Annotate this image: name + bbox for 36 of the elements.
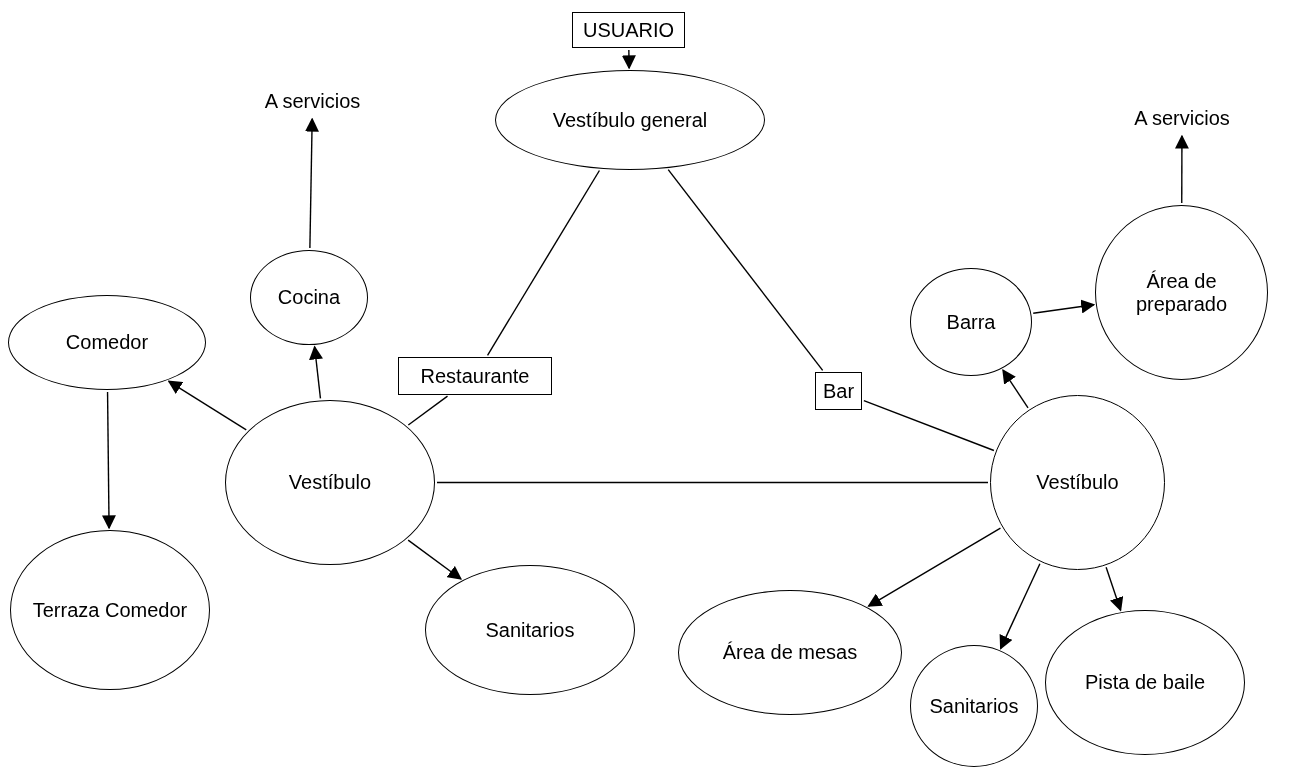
node-label: Bar — [822, 379, 855, 403]
label-box — [398, 357, 552, 395]
arrow — [621, 49, 636, 70]
node-label: Vestíbulo general — [552, 108, 708, 132]
arrow — [304, 117, 319, 249]
arrow — [167, 380, 247, 431]
node-label: A servicios — [1134, 106, 1230, 130]
node-label: USUARIO — [582, 18, 675, 42]
node-label: Área de preparado — [1134, 269, 1229, 316]
label-box — [815, 372, 862, 410]
connector-line — [486, 169, 601, 356]
node-label: Restaurante — [420, 364, 530, 388]
node-label: Comedor — [65, 331, 149, 354]
node-label: Sanitarios — [485, 618, 575, 642]
node-label: Sanitarios — [929, 694, 1019, 718]
arrow — [1174, 134, 1189, 204]
node-label: Vestíbulo — [1036, 471, 1119, 494]
arrow — [1002, 369, 1029, 409]
arrow — [999, 563, 1041, 650]
connector-line — [863, 400, 995, 452]
arrow — [101, 391, 116, 530]
connector-line — [407, 395, 449, 426]
connector-line — [436, 481, 989, 484]
label-box — [572, 12, 685, 48]
node-label: Pista de baile — [1084, 671, 1206, 694]
arrow — [1105, 566, 1124, 612]
node-label: Barra — [946, 310, 996, 334]
connector-line — [667, 168, 824, 372]
node-label: A servicios — [264, 89, 361, 113]
node-label: Cocina — [277, 286, 341, 309]
node-label: Área de mesas — [722, 641, 858, 664]
arrow — [1032, 299, 1096, 314]
arrow — [407, 539, 462, 580]
arrow — [309, 345, 323, 400]
node-label: Vestíbulo — [288, 471, 372, 494]
node-label: Terraza Comedor — [32, 598, 188, 622]
